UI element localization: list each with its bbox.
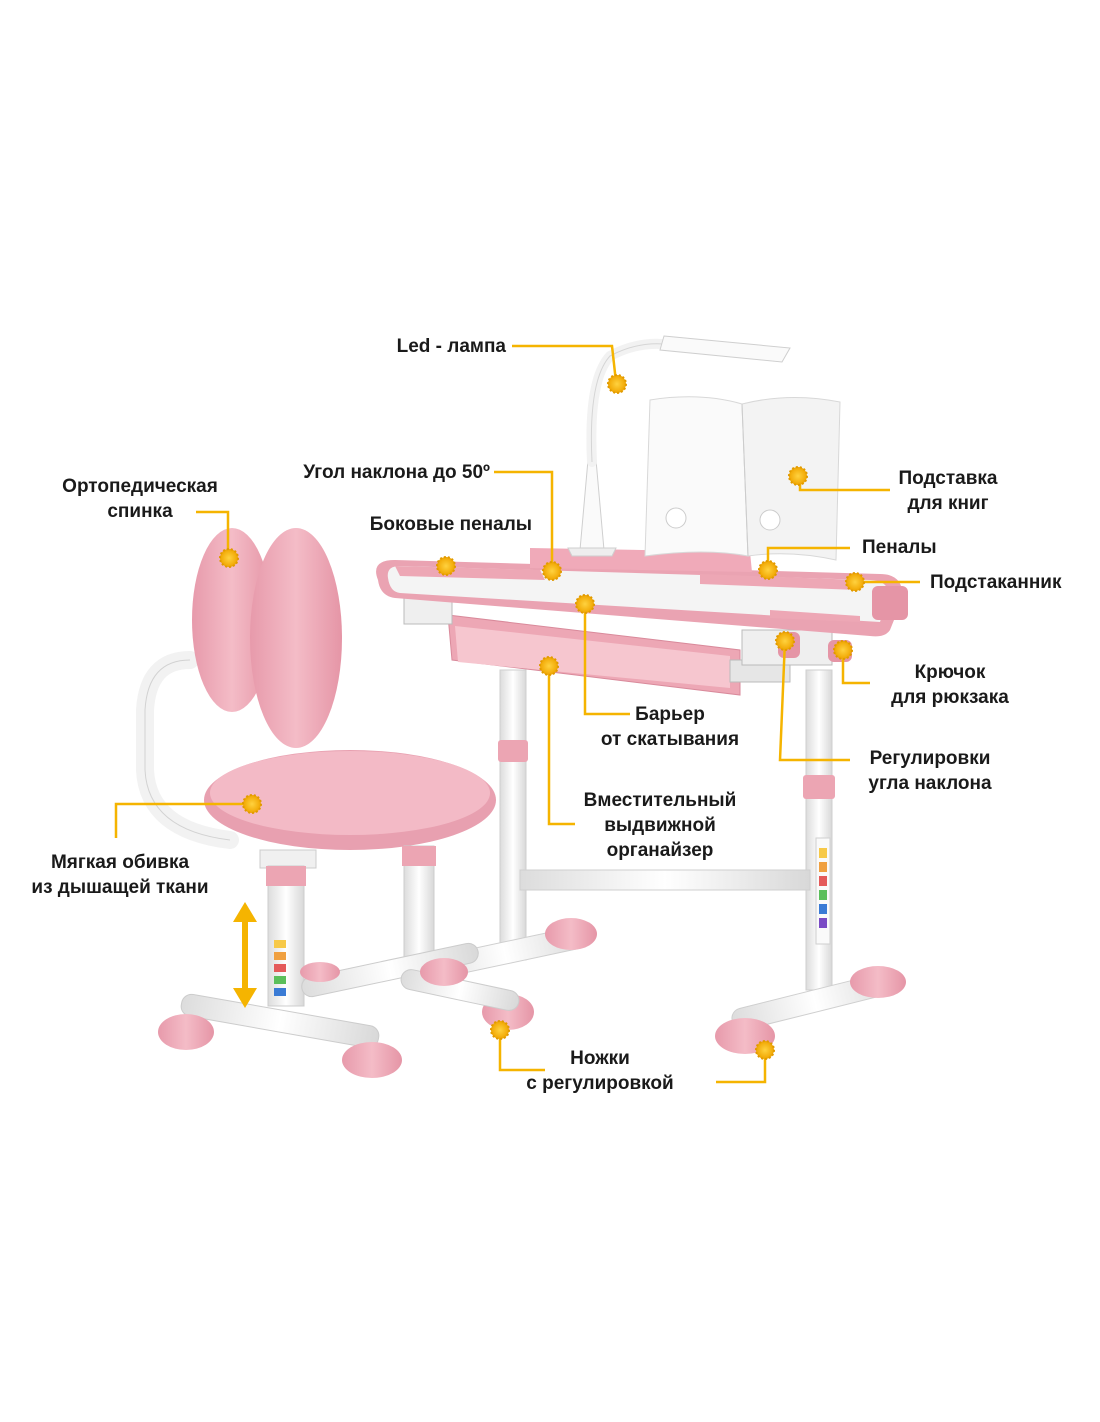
label-side-cases: Боковые пеналы bbox=[330, 512, 532, 537]
label-soft-upholstery-line-1: Мягкая обивка bbox=[50, 852, 190, 873]
label-book-stand-line-1: Подставка bbox=[898, 468, 998, 489]
marker-pencil-cases bbox=[758, 560, 778, 580]
label-lamp: Led - лампа bbox=[340, 334, 506, 359]
label-barrier: Барьер от скатывания bbox=[580, 702, 760, 752]
label-organizer-line-1: Вместительный bbox=[583, 790, 737, 811]
label-book-stand-line-2: для книг bbox=[907, 493, 989, 514]
label-orthopedic-back: Ортопедическая спинка bbox=[40, 474, 240, 524]
label-book-stand: Подставка для книг bbox=[878, 466, 1018, 516]
height-scale-chair bbox=[274, 940, 286, 996]
label-pencil-cases-line: Пеналы bbox=[862, 537, 937, 558]
label-cup-holder: Подстаканник bbox=[930, 570, 1061, 595]
marker-barrier bbox=[575, 594, 595, 614]
callout-markers bbox=[219, 374, 865, 1060]
label-organizer: Вместительный выдвижной органайзер bbox=[570, 788, 750, 863]
callout-lines bbox=[114, 344, 920, 1084]
marker-book-stand bbox=[788, 466, 808, 486]
label-tilt-adjust: Регулировки угла наклона bbox=[850, 746, 1010, 796]
marker-legs-left bbox=[490, 1020, 510, 1040]
label-legs-line-1: Ножки bbox=[570, 1048, 630, 1069]
label-pencil-cases: Пеналы bbox=[862, 535, 937, 560]
marker-cup-holder bbox=[845, 572, 865, 592]
label-legs: Ножки с регулировкой bbox=[505, 1046, 695, 1096]
marker-orthopedic-back bbox=[219, 548, 239, 568]
label-cup-holder-line: Подстаканник bbox=[930, 572, 1062, 593]
label-tilt-angle: Угол наклона до 50º bbox=[240, 460, 490, 485]
label-lamp-line: Led - лампа bbox=[396, 336, 506, 357]
label-orthopedic-back-line-2: спинка bbox=[107, 501, 173, 522]
marker-legs-right bbox=[755, 1040, 775, 1060]
marker-lamp bbox=[607, 374, 627, 394]
label-side-cases-line: Боковые пеналы bbox=[369, 514, 532, 535]
led-lamp bbox=[567, 335, 791, 557]
label-hook-line-2: для рюкзака bbox=[891, 687, 1009, 708]
label-hook-line-1: Крючок bbox=[914, 662, 986, 683]
marker-tilt-adjust bbox=[775, 631, 795, 651]
marker-hook bbox=[833, 640, 853, 660]
label-hook: Крючок для рюкзака bbox=[870, 660, 1030, 710]
marker-organizer bbox=[539, 656, 559, 676]
label-orthopedic-back-line-1: Ортопедическая bbox=[62, 476, 218, 497]
label-tilt-angle-line: Угол наклона до 50º bbox=[303, 462, 490, 483]
label-barrier-line-2: от скатывания bbox=[600, 729, 740, 750]
label-legs-line-2: с регулировкой bbox=[526, 1073, 674, 1094]
label-organizer-line-2: выдвижной bbox=[604, 815, 716, 836]
label-organizer-line-3: органайзер bbox=[606, 840, 714, 861]
marker-soft-upholstery bbox=[242, 794, 262, 814]
height-adjust-arrow-icon bbox=[233, 902, 257, 1008]
label-barrier-line-1: Барьер bbox=[635, 704, 705, 725]
book-stand bbox=[644, 396, 841, 561]
label-soft-upholstery: Мягкая обивка из дышащей ткани bbox=[10, 850, 230, 900]
label-tilt-adjust-line-1: Регулировки bbox=[869, 748, 991, 769]
height-scale-desk bbox=[819, 848, 827, 928]
chair bbox=[136, 528, 520, 1078]
label-tilt-adjust-line-2: угла наклона bbox=[868, 773, 992, 794]
desk bbox=[376, 548, 908, 1054]
marker-side-cases bbox=[436, 556, 456, 576]
marker-tilt-angle bbox=[542, 561, 562, 581]
label-soft-upholstery-line-2: из дышащей ткани bbox=[31, 877, 209, 898]
